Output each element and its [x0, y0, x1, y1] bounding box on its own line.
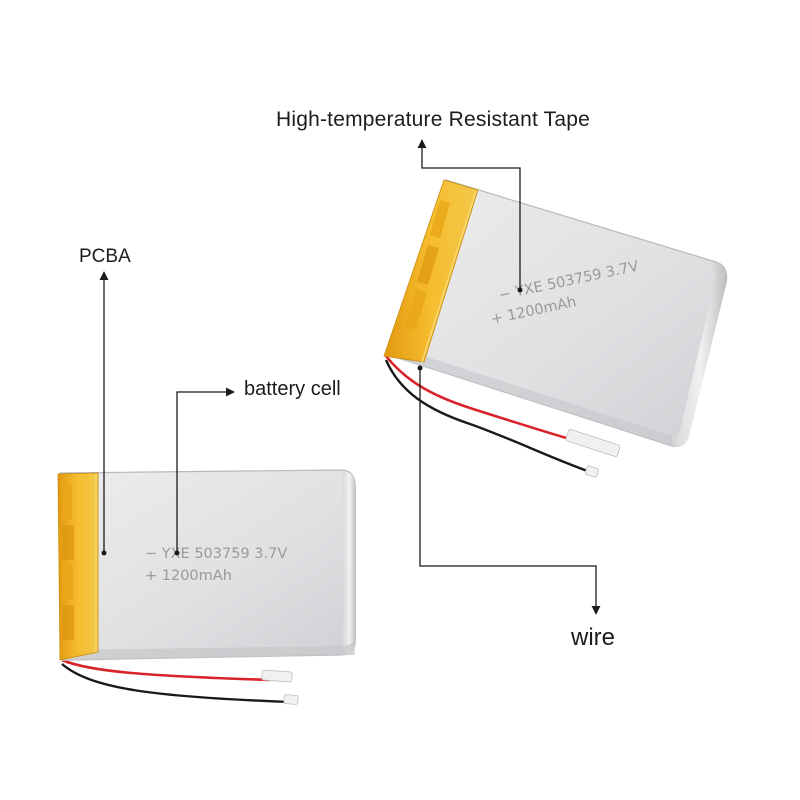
callout-wire	[419, 368, 601, 615]
wire-front	[61, 658, 299, 705]
pcba-tape-front	[57, 472, 99, 661]
callout-tape	[417, 139, 521, 290]
pcba-tape-back	[383, 179, 479, 363]
cell-print-line2-front: + 1200mAh	[145, 568, 232, 584]
label-battery-cell: battery cell	[244, 378, 341, 400]
callout-cell	[176, 387, 235, 553]
cell-print-line1-front: − YXE 503759 3.7V	[145, 546, 287, 562]
battery-back: − YXE 503759 3.7V + 1200mAh	[383, 179, 728, 478]
wire-back	[384, 355, 621, 478]
label-pcba: PCBA	[79, 246, 131, 267]
label-wire: wire	[571, 624, 616, 651]
battery-front: − YXE 503759 3.7V + 1200mAh	[57, 469, 356, 705]
label-high-temperature-tape: High-temperature Resistant Tape	[276, 108, 590, 131]
callouts	[99, 139, 601, 615]
